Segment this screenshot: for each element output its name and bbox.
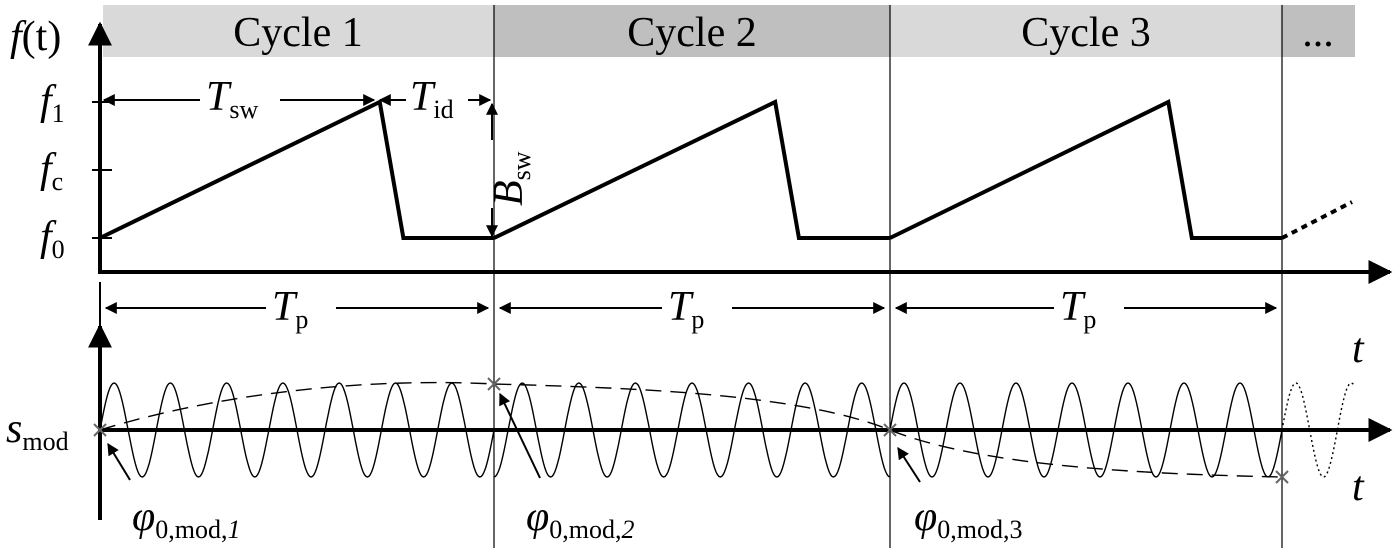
level-label-f0: f0 [40,214,65,264]
cycle-header: Cycle 1 Cycle 2 Cycle 3 ... [103,5,1355,57]
phase-arrow-1 [107,442,131,481]
s-mod-axis-label: smod [6,406,69,456]
upper-axes [88,21,1393,284]
tsw-label: Tsw [206,74,258,124]
cycle-label-3: Cycle 3 [1021,10,1150,56]
tp-label-2: Tp [668,284,704,334]
level-label-fc: fc [40,146,63,196]
cycle-label-more: ... [1302,10,1334,56]
phase-arrows [107,392,921,483]
lower-axes [88,323,1393,520]
freq-ramp-cycle-3 [889,99,1282,240]
tp-annotations [99,282,1278,330]
phase-marker-3 [883,423,897,437]
phase-arrow-2 [499,392,541,479]
phase-marker-2 [487,377,501,391]
freq-ramp-cycle-2 [493,99,890,240]
cycle-band-1 [103,5,494,57]
cycle-band-more [1282,5,1355,57]
tp-label-1: Tp [272,284,308,334]
phase-marker-1 [93,423,107,437]
phase-label-3: φ0,mod,3 [914,494,1022,544]
modulated-signal [93,377,1355,484]
mod-wave-cycle-3 [889,382,1283,478]
frequency-signal [99,99,1353,240]
tid-label: Tid [410,74,454,124]
f-axis-label: f(t) [10,14,61,60]
cycle-label-2: Cycle 2 [627,10,756,56]
level-label-f1: f1 [40,78,65,128]
cycle-label-1: Cycle 1 [233,10,362,56]
cycle-band-2 [494,5,890,57]
phase-label-2: φ0,mod,2 [526,494,634,544]
cycle-boundaries [493,5,1283,548]
phase-marker-4 [1275,470,1289,484]
bsw-label: Bsw [486,151,536,206]
tp-label-3: Tp [1060,284,1096,334]
phase-envelope [99,381,1283,478]
freq-continuation [1281,200,1353,240]
t-axis-label-upper: t [1352,326,1365,372]
t-axis-label-lower: t [1352,464,1365,510]
tsw-annotation [102,94,498,238]
phase-arrow-3 [897,446,921,483]
mod-wave-cycle-1 [99,382,495,478]
freq-ramp-cycle-1 [99,99,494,240]
phase-label-1: φ0,mod,1 [132,494,240,544]
cycle-band-3 [890,5,1282,57]
mod-wave-cycle-2 [493,382,891,478]
